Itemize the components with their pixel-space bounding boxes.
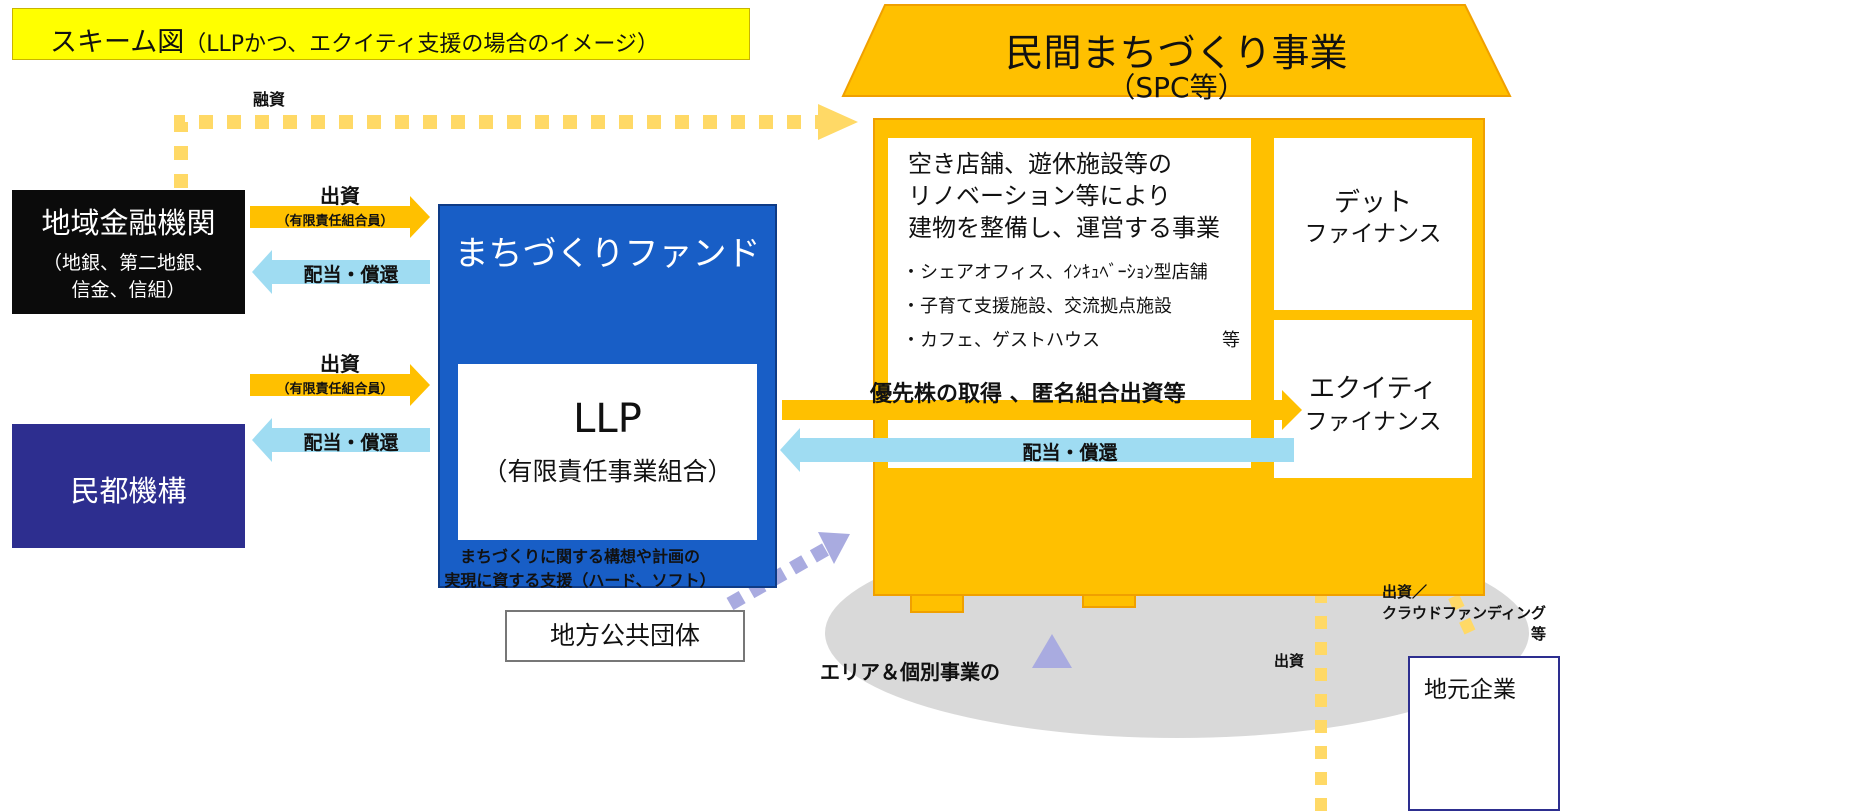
bullet-item: ・シェアオフィス、ｲﾝｷｭﾍﾞｰｼｮﾝ型店舗 — [902, 262, 1208, 283]
crowd-line: 等 — [1530, 625, 1546, 643]
bank-sub1: （地銀、第二地銀、 — [42, 252, 214, 274]
crowd-line: クラウドファンディング — [1382, 604, 1546, 622]
debt-line1: デット — [1333, 188, 1412, 218]
minto-invest-sub: （有限責任組合員） — [276, 382, 394, 397]
llp-sub: （有限責任事業組合） — [482, 457, 733, 486]
business-line: リノベーション等により — [908, 182, 1172, 210]
preferred-label: 優先株の取得 、匿名組合出資等 — [870, 382, 1186, 407]
crowd-line: 出資／ — [1382, 583, 1428, 601]
equity-line2: ファイナンス — [1304, 409, 1442, 435]
loan-arrow-head — [818, 104, 858, 140]
bullet-item: ・カフェ、ゲストハウス — [902, 330, 1100, 351]
llp-box — [458, 364, 757, 540]
bank-sub2: 信金、信組） — [71, 279, 186, 301]
bank-return-arrow — [252, 250, 430, 294]
business-line: 建物を整備し、運営する事業 — [908, 214, 1220, 242]
equity-panel — [1274, 320, 1472, 478]
crowd-label: 出資／ クラウドファンディング 等 — [1382, 582, 1546, 645]
support-arrow-head — [818, 532, 850, 564]
support-text: まちづくりに関する構想や計画の 実現に資する支援（ハード、ソフト） — [430, 545, 730, 593]
bank-invest-label: 出資 — [320, 184, 360, 208]
bank-invest-sub: （有限責任組合員） — [276, 214, 394, 229]
area-up-triangle — [1032, 634, 1072, 668]
local-gov-box: 地方公共団体 — [505, 610, 745, 662]
minto-return-label: 配当・償還 — [303, 432, 399, 454]
bullet-etc: 等 — [1222, 330, 1240, 351]
business-line: 空き店舗、遊休施設等の — [908, 150, 1172, 178]
local-invest-label: 出資 — [1274, 652, 1305, 670]
minto-invest-label: 出資 — [320, 352, 360, 376]
bullet-item: ・子育て支援施設、交流拠点施設 — [902, 296, 1172, 317]
bank-name: 地域金融機関 — [41, 206, 216, 240]
title-banner — [12, 8, 750, 60]
fund-return-arrow — [780, 428, 1294, 472]
business-text: 空き店舗、遊休施設等の リノベーション等により 建物を整備し、運営する事業 — [908, 148, 1220, 244]
bank-return-label: 配当・償還 — [303, 264, 399, 286]
area-label: エリア＆個別事業の — [820, 660, 1000, 684]
bank-invest-arrow — [250, 196, 430, 238]
preferred-share-arrow — [782, 390, 1302, 430]
minto-return-arrow — [252, 418, 430, 462]
local-business-box: 地元企業 — [1408, 656, 1560, 811]
minto-name: 民都機構 — [70, 474, 187, 508]
house-title: 民間まちづくり事業 — [1005, 31, 1348, 75]
page-title: スキーム図（LLPかつ、エクイティ支援の場合のイメージ） — [50, 20, 659, 59]
equity-line1: エクイティ — [1309, 374, 1437, 404]
title-sub: （LLPかつ、エクイティ支援の場合のイメージ） — [184, 32, 659, 57]
llp-title: LLP — [573, 396, 642, 442]
house-roof — [841, 4, 1512, 97]
loan-label: 融資 — [253, 90, 286, 109]
support-line: まちづくりに関する構想や計画の — [459, 547, 700, 566]
regional-bank-box: 地域金融機関 （地銀、第二地銀、 信金、信組） — [12, 190, 245, 314]
fund-name: まちづくりファンド — [454, 234, 761, 274]
support-line: 実現に資する支援（ハード、ソフト） — [444, 571, 716, 590]
loan-dotted-arrow — [174, 115, 818, 188]
debt-panel — [1274, 138, 1472, 310]
house-subtitle: （SPC等） — [1107, 71, 1246, 104]
minto-box: 民都機構 — [12, 424, 245, 548]
fund-return-label: 配当・償還 — [1022, 442, 1118, 464]
minto-invest-arrow — [250, 364, 430, 406]
debt-line2: ファイナンス — [1304, 221, 1442, 247]
title-main: スキーム図 — [50, 27, 185, 58]
support-dotted-arrow — [726, 541, 832, 611]
